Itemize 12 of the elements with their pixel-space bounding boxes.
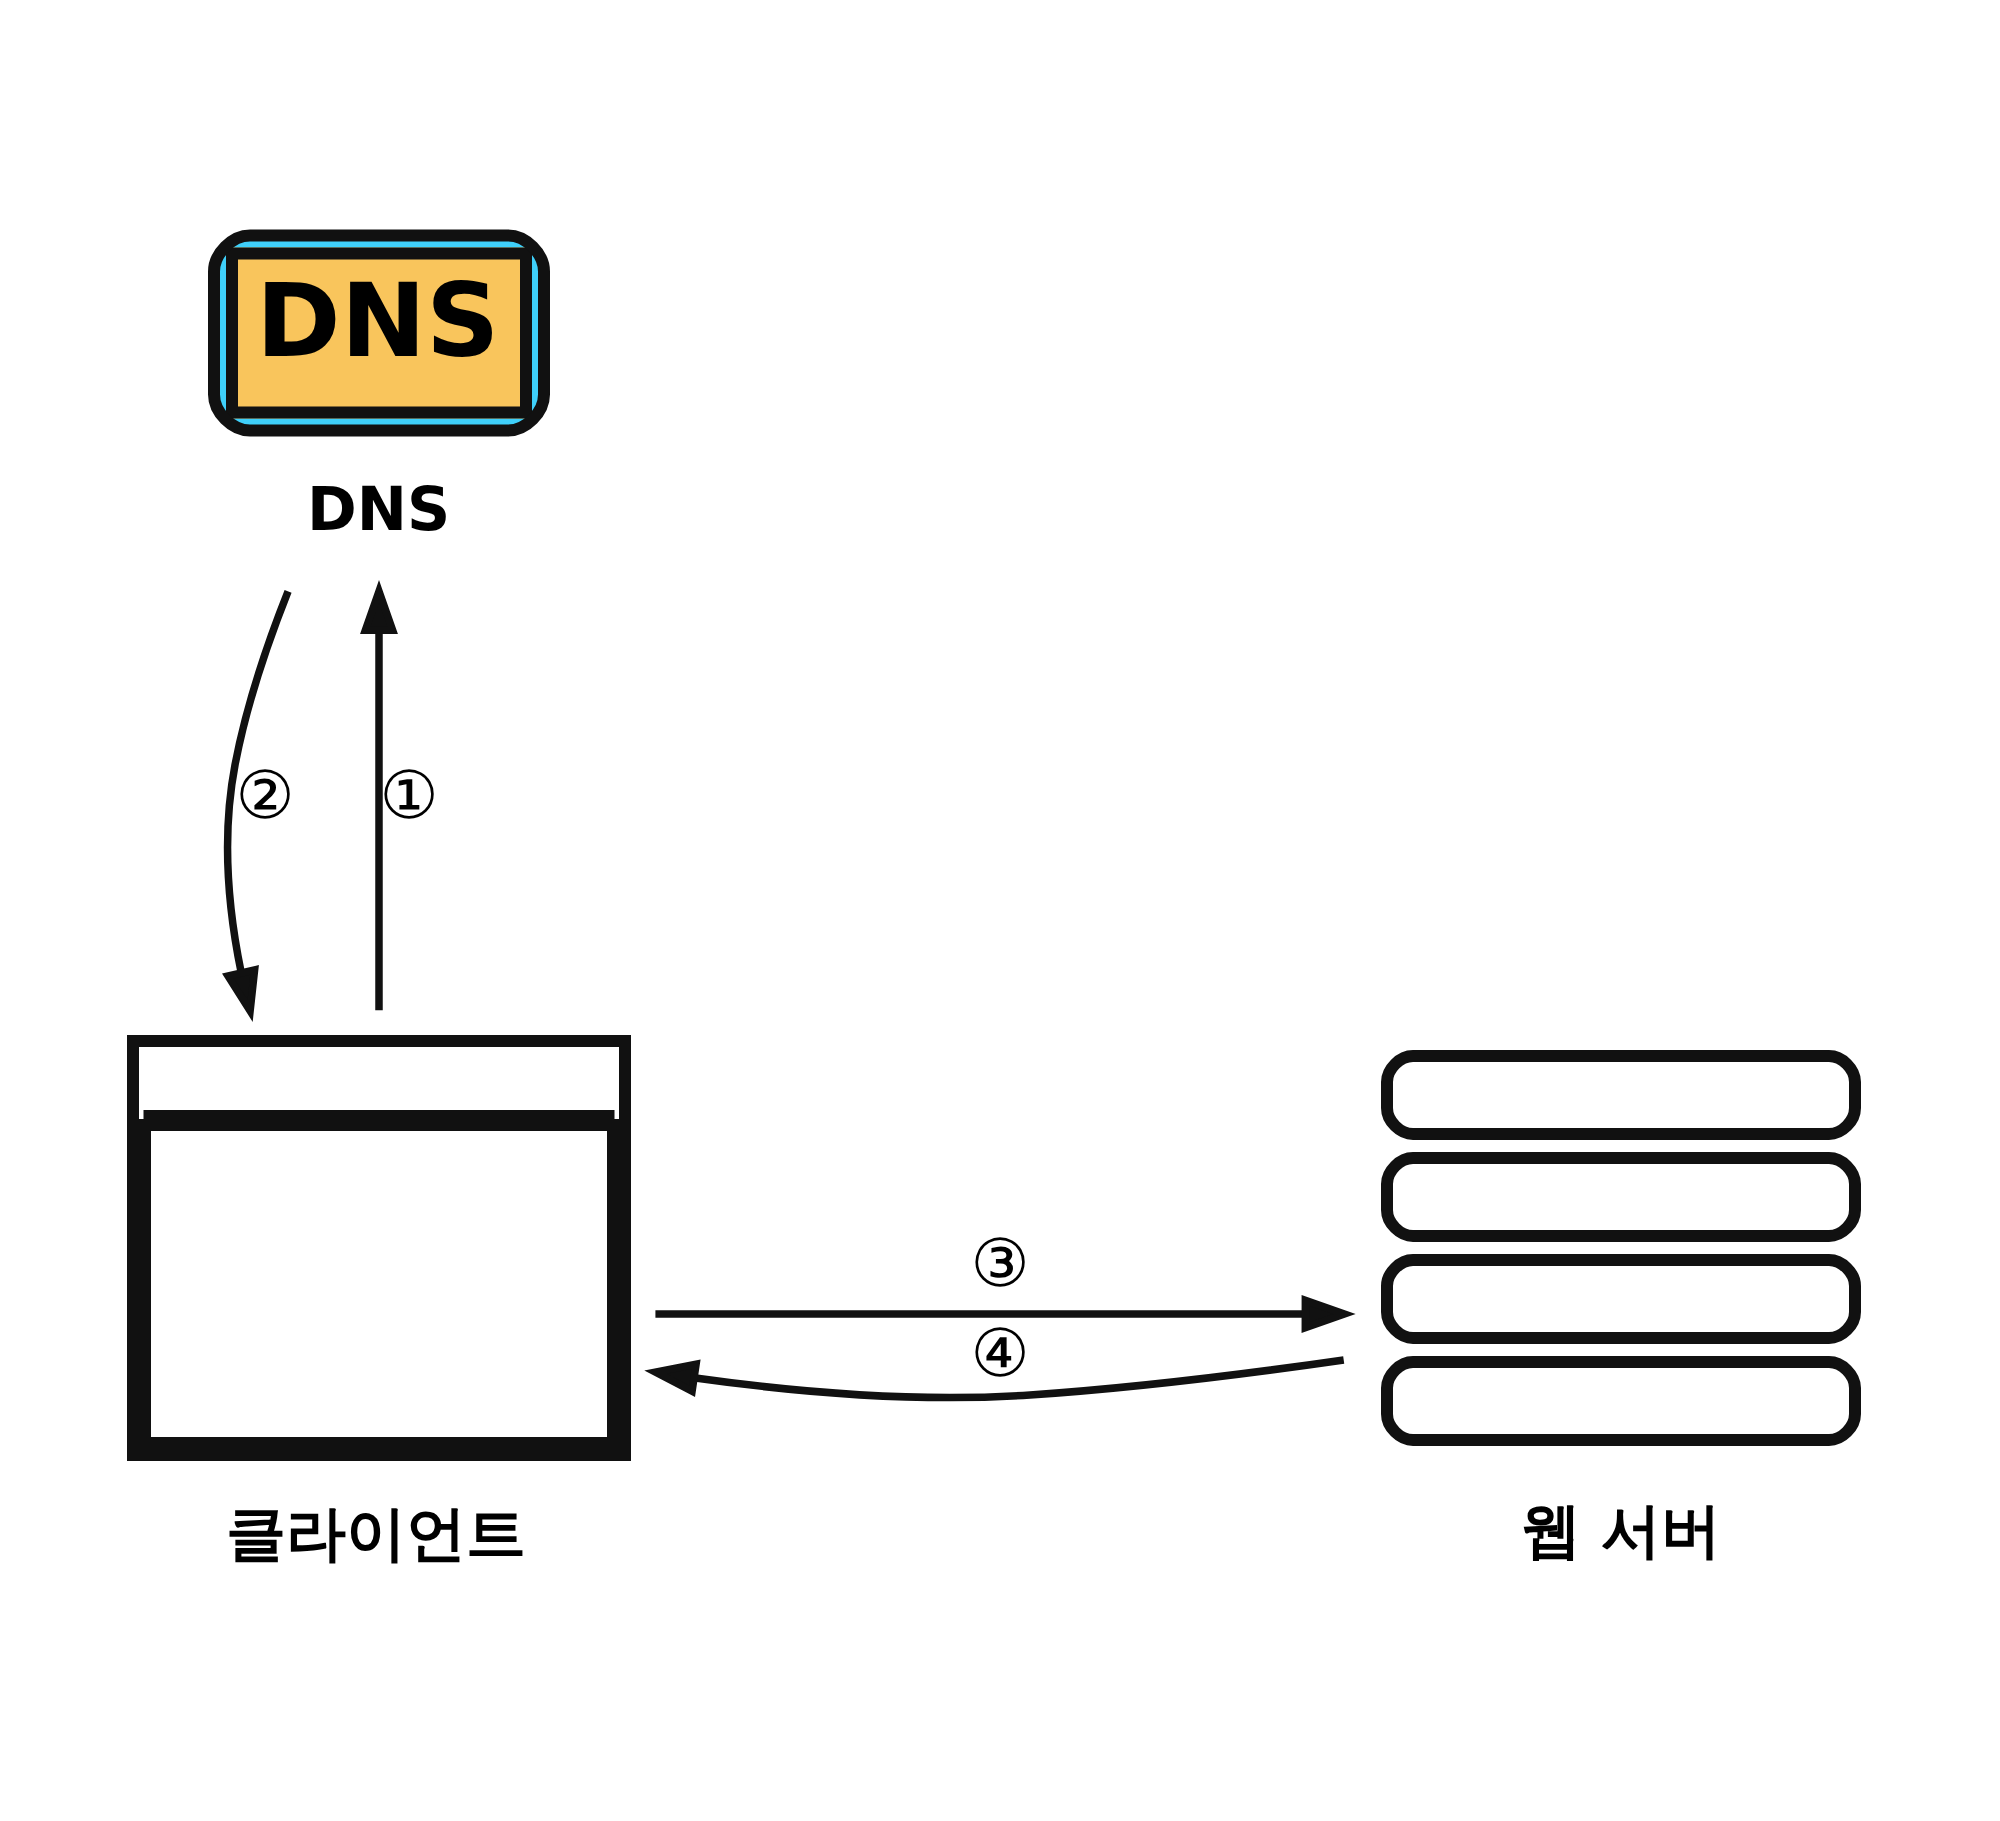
arrow xyxy=(222,589,292,1022)
node-label: 클라이언트 xyxy=(226,1498,526,1568)
node-label: DNS xyxy=(307,473,451,544)
edge-label: ④ xyxy=(970,1314,1030,1392)
node-box: DNS xyxy=(208,229,550,437)
edge-label: ③ xyxy=(970,1224,1030,1302)
edge-label: ① xyxy=(379,756,439,834)
edge-label: ② xyxy=(235,756,295,834)
arrow xyxy=(644,1356,1345,1402)
arrow xyxy=(360,580,398,1011)
node-box xyxy=(127,1035,631,1461)
node-label: 웹 서버 xyxy=(1520,1495,1722,1565)
